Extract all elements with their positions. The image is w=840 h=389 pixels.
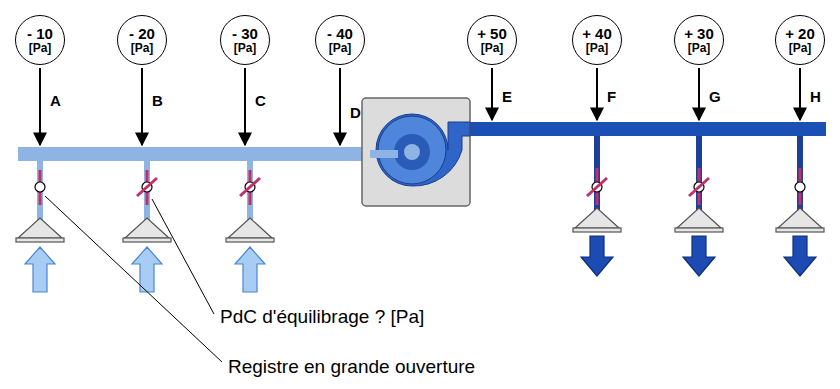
intake-branches (40, 160, 250, 222)
measurement-arrows (40, 68, 800, 145)
pressure-reading-circle: + 20[Pa] (775, 15, 825, 65)
pressure-reading-circle: + 50[Pa] (467, 15, 517, 65)
supply-branches (597, 134, 800, 212)
point-letter: C (255, 92, 266, 109)
pressure-reading-circle: - 10[Pa] (15, 15, 65, 65)
point-letter: F (607, 88, 616, 105)
pressure-value: - 30 (232, 26, 258, 42)
pressure-reading-circle: - 30[Pa] (220, 15, 270, 65)
pressure-unit: [Pa] (586, 42, 609, 55)
supply-flow-arrows (581, 236, 816, 276)
point-letter: H (810, 88, 821, 105)
supply-duct (468, 122, 826, 136)
pressure-unit: [Pa] (688, 42, 711, 55)
pressure-value: - 20 (129, 26, 155, 42)
return-duct (18, 147, 370, 161)
pressure-unit: [Pa] (481, 42, 504, 55)
pressure-reading-circle: + 30[Pa] (674, 15, 724, 65)
pressure-value: - 40 (327, 26, 353, 42)
pressure-unit: [Pa] (29, 42, 52, 55)
pressure-value: + 20 (785, 26, 815, 42)
intake-flow-arrows (25, 247, 265, 292)
pressure-value: + 50 (477, 26, 507, 42)
pressure-unit: [Pa] (234, 42, 257, 55)
annotation-note: Registre en grande ouverture (226, 356, 477, 378)
fan-symbol (362, 98, 470, 206)
point-letter: E (502, 88, 512, 105)
point-letter: G (709, 88, 721, 105)
pressure-unit: [Pa] (131, 42, 154, 55)
annotation-note: PdC d'équilibrage ? [Pa] (218, 306, 426, 328)
pressure-unit: [Pa] (789, 42, 812, 55)
pressure-reading-circle: + 40[Pa] (572, 15, 622, 65)
pressure-value: - 10 (27, 26, 53, 42)
point-letter: B (152, 92, 163, 109)
leader-lines (45, 196, 222, 362)
pressure-value: + 40 (582, 26, 612, 42)
pressure-value: + 30 (684, 26, 714, 42)
pressure-unit: [Pa] (329, 42, 352, 55)
point-letter: A (50, 92, 61, 109)
point-letter: D (350, 104, 361, 121)
pressure-reading-circle: - 40[Pa] (315, 15, 365, 65)
damper-blades (137, 178, 709, 196)
pressure-reading-circle: - 20[Pa] (117, 15, 167, 65)
